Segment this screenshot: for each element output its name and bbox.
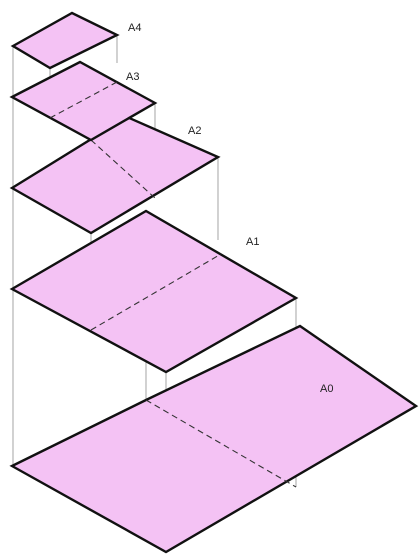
sheet-a0-label: A0 <box>320 383 333 395</box>
sheet-a0: A0 <box>9 324 419 554</box>
sheet-a1: A1 <box>9 209 299 374</box>
sheet-a1-fold-line <box>90 253 222 331</box>
sheet-a3: A3 <box>9 60 158 142</box>
sheet-a2-label: A2 <box>188 125 201 137</box>
sheet-a4-face <box>10 11 120 70</box>
sheet-a2: A2 <box>9 115 221 235</box>
sheet-a3-face <box>9 60 158 142</box>
sheet-a3-label: A3 <box>126 71 139 83</box>
sheet-a2-fold-line <box>90 139 156 199</box>
sheet-a0-face <box>9 324 419 554</box>
sheet-a4: A4 <box>10 11 141 70</box>
sheet-a0-fold-line <box>145 399 297 488</box>
sheet-a1-face <box>9 209 299 374</box>
sheet-a4-label: A4 <box>128 22 141 34</box>
sheet-a2-face <box>9 115 221 235</box>
sheet-a3-fold-line <box>49 81 118 119</box>
sheet-a1-label: A1 <box>246 236 259 248</box>
